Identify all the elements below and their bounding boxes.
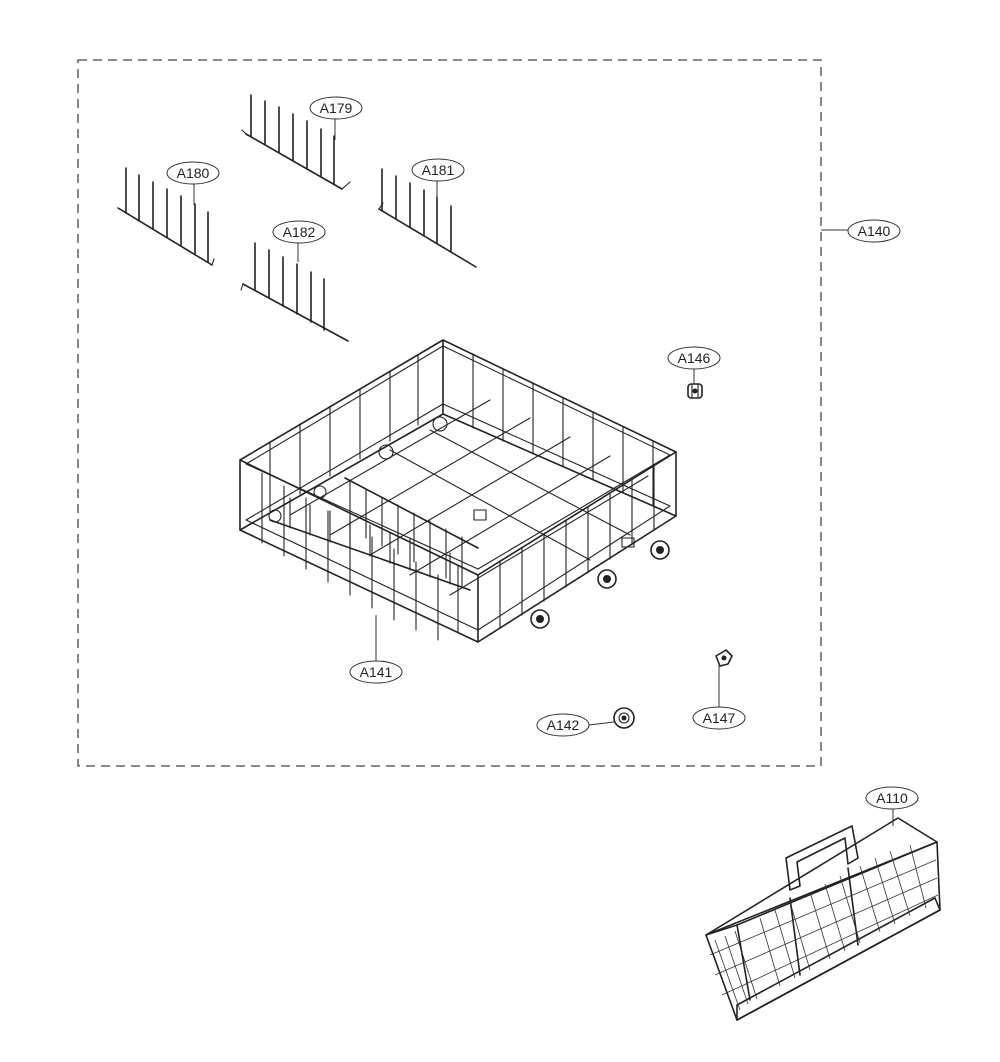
svg-text:A180: A180	[177, 165, 210, 181]
tine-row-a179	[241, 94, 351, 190]
tine-row-a181	[378, 168, 477, 268]
svg-text:A182: A182	[283, 224, 316, 240]
lower-rack-basket	[239, 339, 677, 643]
label-a181: A181	[411, 158, 465, 200]
svg-text:A181: A181	[422, 162, 455, 178]
stopper-part-a147	[715, 649, 733, 667]
label-a180: A180	[166, 161, 220, 205]
svg-text:A110: A110	[876, 790, 908, 806]
assembly-boundary	[77, 59, 822, 767]
label-a142: A142	[536, 713, 615, 737]
label-a110: A110	[865, 786, 919, 826]
svg-text:A140: A140	[858, 223, 891, 239]
rack-wheel	[650, 540, 670, 560]
tine-row-a180	[117, 167, 215, 266]
label-a147: A147	[692, 664, 746, 730]
svg-text:A146: A146	[678, 350, 711, 366]
label-a141: A141	[349, 615, 403, 684]
rack-wheel	[530, 609, 550, 629]
svg-text:A179: A179	[320, 100, 353, 116]
svg-text:A147: A147	[703, 710, 736, 726]
label-a179: A179	[309, 96, 363, 140]
svg-text:A142: A142	[547, 717, 580, 733]
rack-wheel	[597, 569, 617, 589]
label-a140: A140	[821, 219, 901, 243]
label-a182: A182	[272, 220, 326, 262]
svg-text:A141: A141	[360, 664, 393, 680]
tine-row-a182	[240, 242, 349, 342]
cutlery-basket	[705, 817, 941, 1021]
label-a146: A146	[667, 346, 721, 384]
wheel-part-a142	[613, 707, 635, 729]
clip-part-a146	[687, 383, 703, 399]
